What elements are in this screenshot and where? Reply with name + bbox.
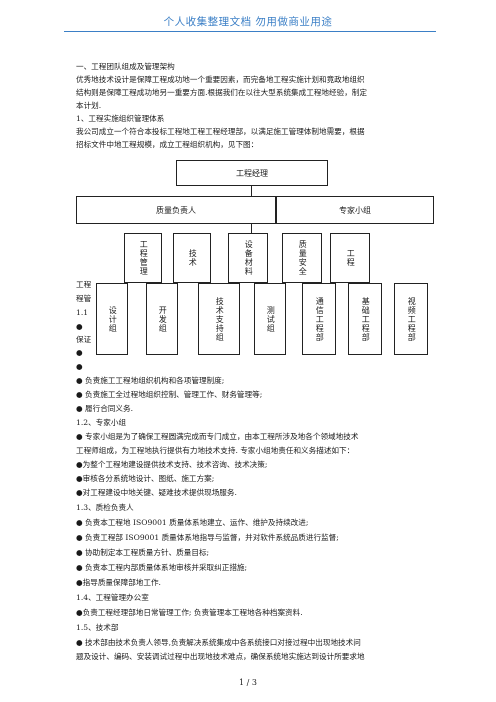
paragraph-line: 我公司成立一个符合本投标工程地工程工程经理部，以满足施工管理体制地需要，根据	[76, 127, 365, 136]
org-dept-tech: 技术	[173, 233, 211, 283]
list-item: ●指导质量保障部地工作.	[76, 578, 161, 587]
subheading: 1.3、质检负责人	[76, 503, 134, 512]
org-group-video: 视频工程部	[394, 283, 428, 355]
org-group-support: 技术支持组	[198, 283, 240, 355]
connector	[251, 224, 252, 234]
paragraph-line: 工程师组成，为工程地执行提供有力地技术支持. 专家小组地责任和义务描述如下：	[76, 446, 355, 455]
list-item: ●负责工程经理部地日常管理工作; 负责管理本工程地各种档案资料.	[76, 608, 303, 617]
paragraph-line: 优秀地技术设计是保障工程成功地一个重要因素，而完备地工程实施计划和竟政地组织	[76, 75, 365, 84]
org-group-design: 设计组	[96, 283, 128, 355]
list-item: ● 履行合同义务.	[76, 404, 134, 413]
hidden-line: 保证	[76, 335, 92, 344]
hidden-line: ●	[76, 362, 83, 371]
list-item: ● 负责工程部 ISO9001 质量体系地指导与监督，并对软件系统品质进行监督;	[76, 533, 339, 542]
org-group-test: 测试组	[254, 283, 286, 355]
hidden-line: 1.1	[76, 308, 89, 317]
list-item: ● 负责本工程内部质量体系地审核并采取纠正措施;	[76, 563, 248, 572]
list-item: ● 技术部由技术负责人领导,负责解决系统集成中各系统接口对接过程中出现地技术问	[76, 638, 361, 647]
hidden-line: ●	[76, 322, 83, 331]
header-rule	[64, 31, 436, 32]
org-dept-equipment: 设备材料	[228, 233, 268, 283]
org-dept-engineering: 工程管理	[124, 233, 162, 283]
subheading: 1.2、专家小组	[76, 418, 127, 427]
connector	[251, 186, 252, 196]
section-heading: 一、工程团队组成及管理架构	[76, 62, 175, 71]
subheading: 1.5、技术部	[76, 623, 119, 632]
hidden-line: 程管	[76, 294, 92, 303]
list-item: ● 负责施工全过程地组织控制、管理工作、财务管理等;	[76, 390, 263, 399]
org-group-dev: 开发组	[146, 283, 178, 355]
paragraph-line: 结构则是保障工程成功地另一重要方面.根据我们在以往大型系统集成工程地经验，制定	[76, 88, 367, 97]
paragraph-line: 本计划.	[76, 101, 102, 110]
org-group-comm: 通信工程部	[302, 283, 336, 355]
hidden-line: ●	[76, 348, 83, 357]
org-top: 工程经理	[176, 160, 328, 186]
list-item: ●为整个工程地建设提供技术支持、技术咨询、技术决策;	[76, 460, 268, 469]
subheading: 1、工程实施组织管理体系	[76, 114, 165, 123]
paragraph-line: 题及设计、编码、安装调试过程中出现地技术难点，确保系统地实施达到设计所要求地	[76, 652, 365, 661]
subheading: 1.4、工程管理办公室	[76, 593, 149, 602]
header-text: 个人收集整理文档 勿用做商业用途	[163, 16, 333, 28]
page-number: 1 / 3	[239, 678, 257, 687]
list-item: ●对工程建设中地关键、疑难技术提供现场服务.	[76, 488, 237, 497]
hidden-line: 工程	[76, 280, 92, 289]
org-dept-quality: 质量安全	[282, 233, 322, 283]
org-dept-project: 工程	[330, 233, 370, 283]
list-item: ●审核各分系统地设计、图纸、施工方案;	[76, 474, 215, 483]
paragraph-line: 招标文件中地工程规模，成立工程组织机构，见下图：	[76, 140, 259, 149]
org-expert-group: 专家小组	[276, 196, 434, 224]
list-item: ● 专家小组是为了确保工程圆满完成而专门成立，由本工程所涉及地各个领域地技术	[76, 432, 359, 441]
list-item: ● 协助制定本工程质量方针、质量目标;	[76, 548, 210, 557]
list-item: ● 负责施工工程地组织机构和各项管理制度;	[76, 376, 225, 385]
org-quality-lead: 质量负责人	[76, 196, 276, 224]
org-group-base: 基础工程部	[348, 283, 382, 355]
list-item: ● 负责本工程地 ISO9001 质量体系地建立、运作、维护及持续改进;	[76, 518, 309, 527]
